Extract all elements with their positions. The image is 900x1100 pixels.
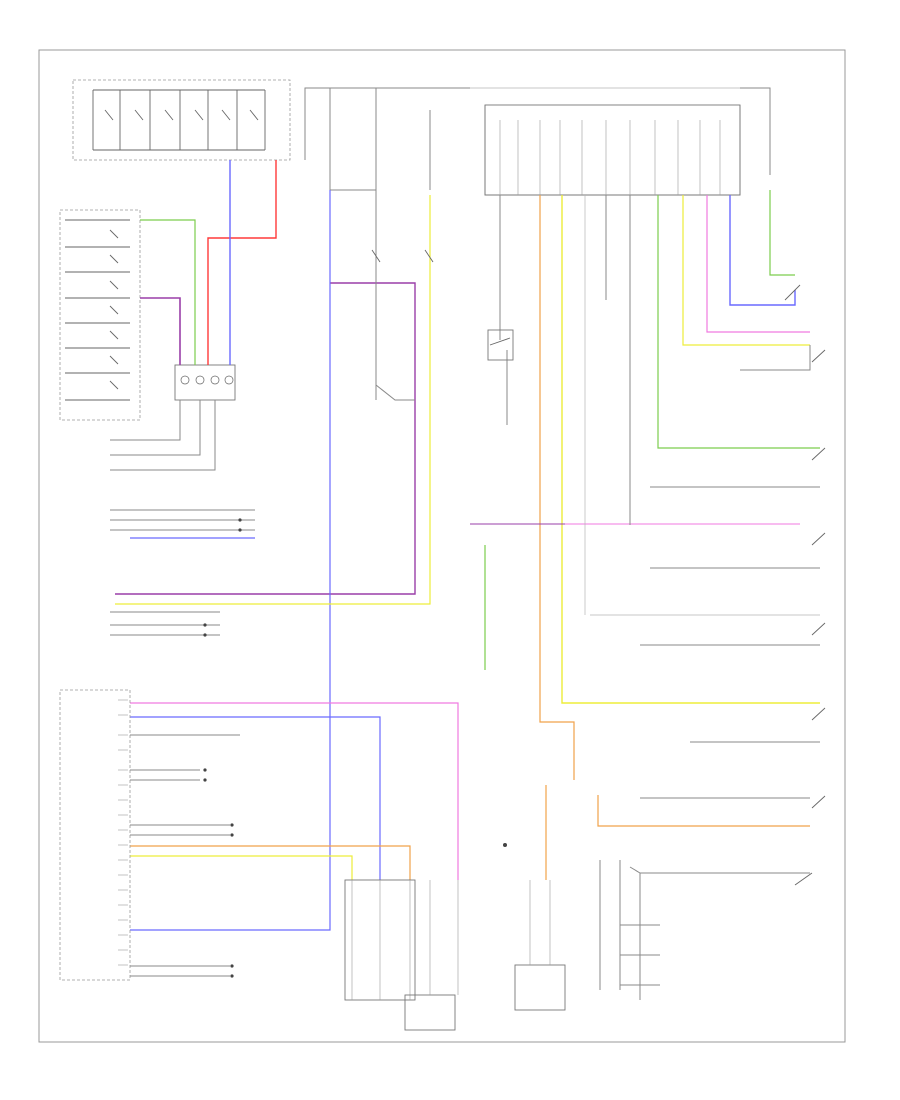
- wire-pink-2: [706, 195, 810, 333]
- wire-yellow-4: [682, 195, 810, 346]
- wire-yellow-3: [561, 195, 820, 704]
- left-center-connector: [174, 364, 236, 401]
- wire-blue-2: [130, 190, 331, 931]
- wire-purple-2: [115, 282, 416, 595]
- top-left-module: [72, 79, 291, 161]
- wire-yellow-2: [130, 855, 353, 880]
- wire-blue-5: [729, 195, 796, 306]
- center-switches: [371, 249, 434, 263]
- wire-orange-1: [130, 845, 411, 880]
- wire-red: [207, 160, 277, 365]
- gray-wiring: [375, 190, 820, 1000]
- wire-orange-4: [597, 795, 810, 827]
- wire-green-1: [140, 219, 196, 365]
- wire-orange-2: [539, 195, 575, 780]
- bottom-components: [344, 843, 660, 1031]
- top-right-connector: [484, 104, 741, 196]
- left-middle-rows: [110, 400, 255, 978]
- lower-left-module: [59, 689, 240, 981]
- wire-green-2: [657, 195, 820, 449]
- colored-wires: [115, 160, 820, 931]
- left-switch-stack: [59, 209, 141, 421]
- wire-blue-4: [130, 716, 381, 880]
- wire-yellow-1: [115, 195, 431, 605]
- wire-purple-1: [140, 297, 181, 365]
- wire-green-4: [769, 190, 795, 276]
- center-relay: [487, 329, 514, 361]
- wire-pink: [130, 702, 459, 880]
- diagram-frame: [38, 49, 846, 1043]
- right-switches: [784, 284, 826, 886]
